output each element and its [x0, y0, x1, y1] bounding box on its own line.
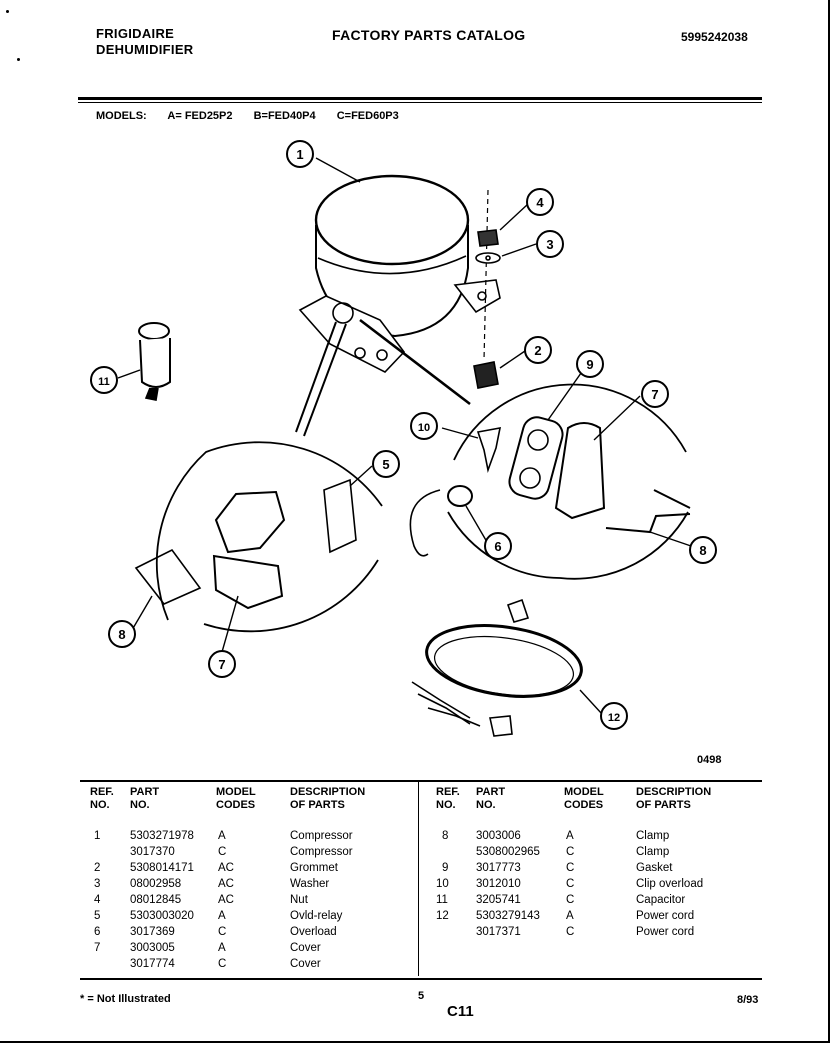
callout-label-7b: 7 — [218, 657, 225, 672]
callout-7b — [208, 650, 236, 678]
callout-label-8: 8 — [699, 543, 706, 558]
power-cord-illustration — [411, 598, 583, 737]
header-rule — [78, 97, 762, 100]
callout-2 — [524, 336, 552, 364]
callout-5 — [372, 450, 400, 478]
brand-block: FRIGIDAIRE DEHUMIDIFIER — [96, 26, 194, 58]
model-c: C=FED60P3 — [336, 110, 399, 122]
page-code: C11 — [447, 1003, 474, 1020]
callout-8b — [108, 620, 136, 648]
product-type: DEHUMIDIFIER — [96, 42, 194, 57]
compressor-illustration — [298, 174, 501, 373]
catalog-title: FACTORY PARTS CATALOG — [332, 27, 526, 43]
detail-circle-right — [359, 318, 691, 580]
callout-label-2: 2 — [534, 343, 541, 358]
header-rule-thin — [78, 102, 762, 103]
callout-label-12: 12 — [608, 712, 620, 724]
catalog-number: 5995242038 — [681, 30, 748, 44]
callout-label-11: 11 — [98, 376, 110, 388]
models-line: MODELS: A= FED25P2 B=FED40P4 C=FED60P3 — [96, 110, 417, 122]
callout-bubbles — [90, 140, 717, 730]
callout-11 — [90, 366, 118, 394]
callout-9 — [576, 350, 604, 378]
models-label: MODELS: — [96, 110, 147, 122]
callout-8 — [689, 536, 717, 564]
callout-label-1: 1 — [296, 147, 303, 162]
callout-numbers: 1 2 3 4 5 6 7 8 9 10 11 12 7 8 — [98, 147, 706, 724]
model-a: A= FED25P2 — [167, 110, 233, 122]
callout-label-6: 6 — [494, 539, 501, 554]
brand-name: FRIGIDAIRE — [96, 26, 175, 41]
callout-label-8b: 8 — [118, 627, 125, 642]
issue-date: 8/93 — [737, 994, 759, 1006]
callout-label-9: 9 — [586, 357, 593, 372]
illustration-code: 0498 — [697, 754, 722, 766]
detail-circle-left — [134, 321, 383, 633]
margin-mark — [17, 58, 20, 61]
callout-3 — [536, 230, 564, 258]
callout-6 — [484, 532, 512, 560]
exploded-parts-diagram: 1 2 3 4 5 6 7 8 9 10 11 12 7 8 — [90, 140, 717, 737]
callout-1 — [286, 140, 314, 168]
callout-label-7: 7 — [651, 387, 658, 402]
header-ref: REF.NO. — [90, 786, 114, 811]
header-ref-right: REF.NO. — [436, 786, 460, 811]
callout-label-5: 5 — [382, 457, 389, 472]
callout-10 — [410, 412, 438, 440]
table-divider — [418, 782, 419, 976]
mounting-hardware — [473, 189, 501, 389]
callout-label-10: 10 — [418, 422, 430, 434]
model-b: B=FED40P4 — [253, 110, 316, 122]
leader-lines — [117, 157, 692, 715]
callout-7 — [641, 380, 669, 408]
callout-label-4: 4 — [536, 195, 544, 210]
margin-mark — [6, 10, 9, 13]
callout-4 — [526, 188, 554, 216]
footnote: * = Not Illustrated — [80, 993, 171, 1005]
callout-12 — [600, 702, 628, 730]
page-number: 5 — [418, 990, 425, 1002]
capacitor-illustration — [138, 322, 171, 401]
callout-label-3: 3 — [546, 237, 553, 252]
